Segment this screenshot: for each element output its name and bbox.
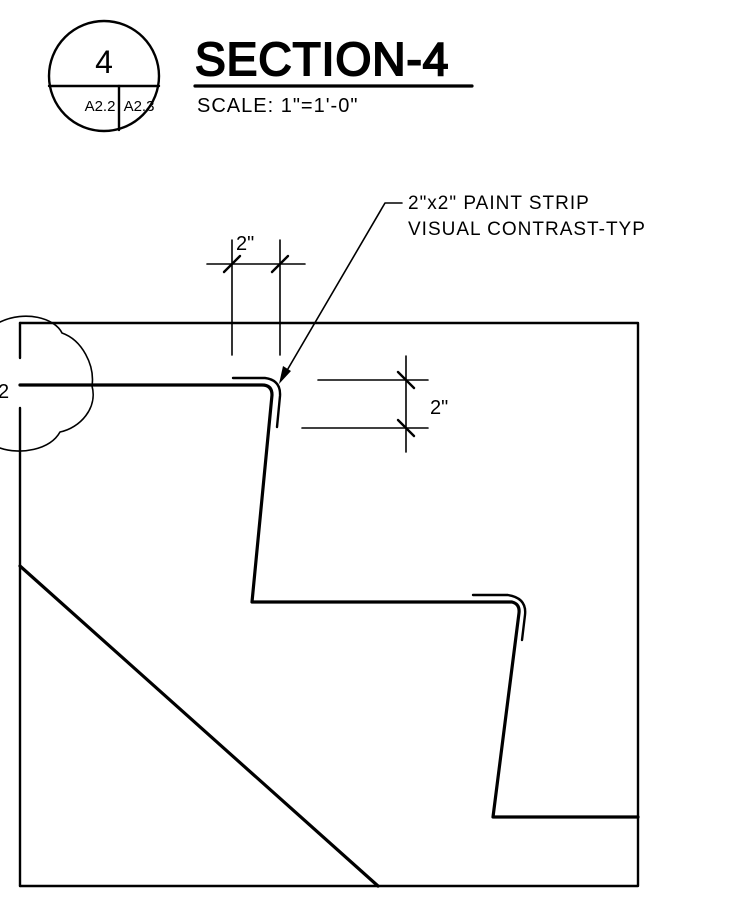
sheet-ref-left: A2.2 [85,98,116,115]
edge-tag: 2 [0,381,9,403]
stair-soffit-line [18,564,380,888]
paint-strip-upper [231,376,282,429]
note-line-1: 2"x2" PAINT STRIP [408,193,590,214]
section-title: SECTION-4 [195,33,449,85]
tick-left [222,254,242,274]
scale-label: SCALE: 1"=1'-0" [197,95,358,117]
dim-text-vertical: 2" [430,397,448,419]
section-callout-circle [47,19,161,133]
paint-strip-lower [471,593,527,642]
sheet-ref-right: A2.3 [124,98,155,115]
stair-line [18,383,640,819]
dim-text-horizontal: 2" [236,233,254,255]
paint-strip-note: 2"x2" PAINT STRIP VISUAL CONTRAST-TYP [279,193,646,384]
section-frame [18,321,640,888]
tick-top [396,370,416,390]
section-number: 4 [95,44,113,80]
tick-right [270,254,290,274]
tick-bottom [396,418,416,438]
title-block: 4 A2.2 A2.3 SECTION-4 SCALE: 1"=1'-0" [47,19,474,133]
horizontal-dimension: 2" [206,233,306,356]
leader-line [281,202,403,380]
stair-profile [18,376,640,819]
leader-arrowhead [279,366,291,384]
note-line-2: VISUAL CONTRAST-TYP [408,219,646,240]
vertical-dimension: 2" [301,355,448,453]
